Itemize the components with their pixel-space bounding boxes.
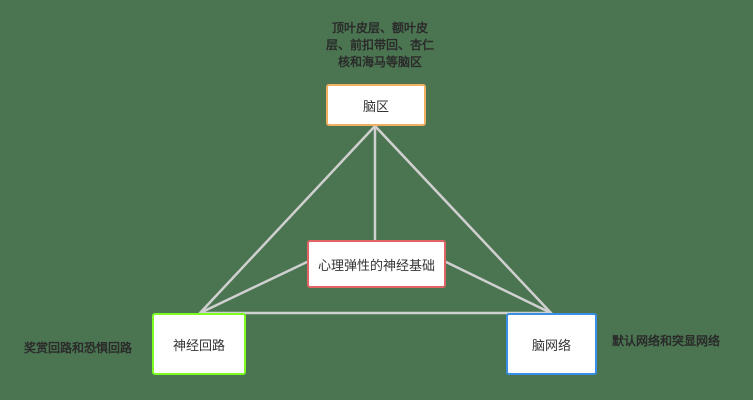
brain-region-annotation-line1: 顶叶皮层、额叶皮 — [331, 21, 428, 35]
node-neural-circuit[interactable]: 神经回路 — [152, 313, 246, 375]
brain-region-annotation-line3: 核和海马等脑区 — [337, 55, 422, 69]
edge-brain-region-to-brain-network — [373, 124, 553, 315]
brain-network-annotation-text: 默认网络和突显网络 — [612, 334, 721, 348]
node-brain-network[interactable]: 脑网络 — [506, 313, 597, 375]
neural-circuit-annotation-text: 奖赏回路和恐惧回路 — [24, 341, 133, 355]
brain-region-annotation-line2: 层、前扣带回、杏仁 — [325, 38, 434, 52]
edge-brain-region-to-neural-circuit — [198, 124, 377, 315]
node-neural-circuit-label: 神经回路 — [172, 338, 225, 354]
node-center-label: 心理弹性的神经基础 — [317, 258, 435, 274]
node-brain-region-label: 脑区 — [362, 99, 389, 115]
node-center[interactable]: 心理弹性的神经基础 — [307, 240, 446, 288]
brain-network-annotation: 默认网络和突显网络 — [612, 333, 737, 350]
neural-circuit-annotation: 奖赏回路和恐惧回路 — [24, 340, 146, 357]
edge-neural-circuit-to-center — [198, 260, 309, 315]
node-brain-region[interactable]: 脑区 — [326, 84, 426, 126]
node-brain-network-label: 脑网络 — [531, 338, 571, 354]
brain-region-annotation: 顶叶皮层、额叶皮 层、前扣带回、杏仁 核和海马等脑区 — [305, 20, 455, 71]
edge-brain-network-to-center — [444, 260, 553, 315]
